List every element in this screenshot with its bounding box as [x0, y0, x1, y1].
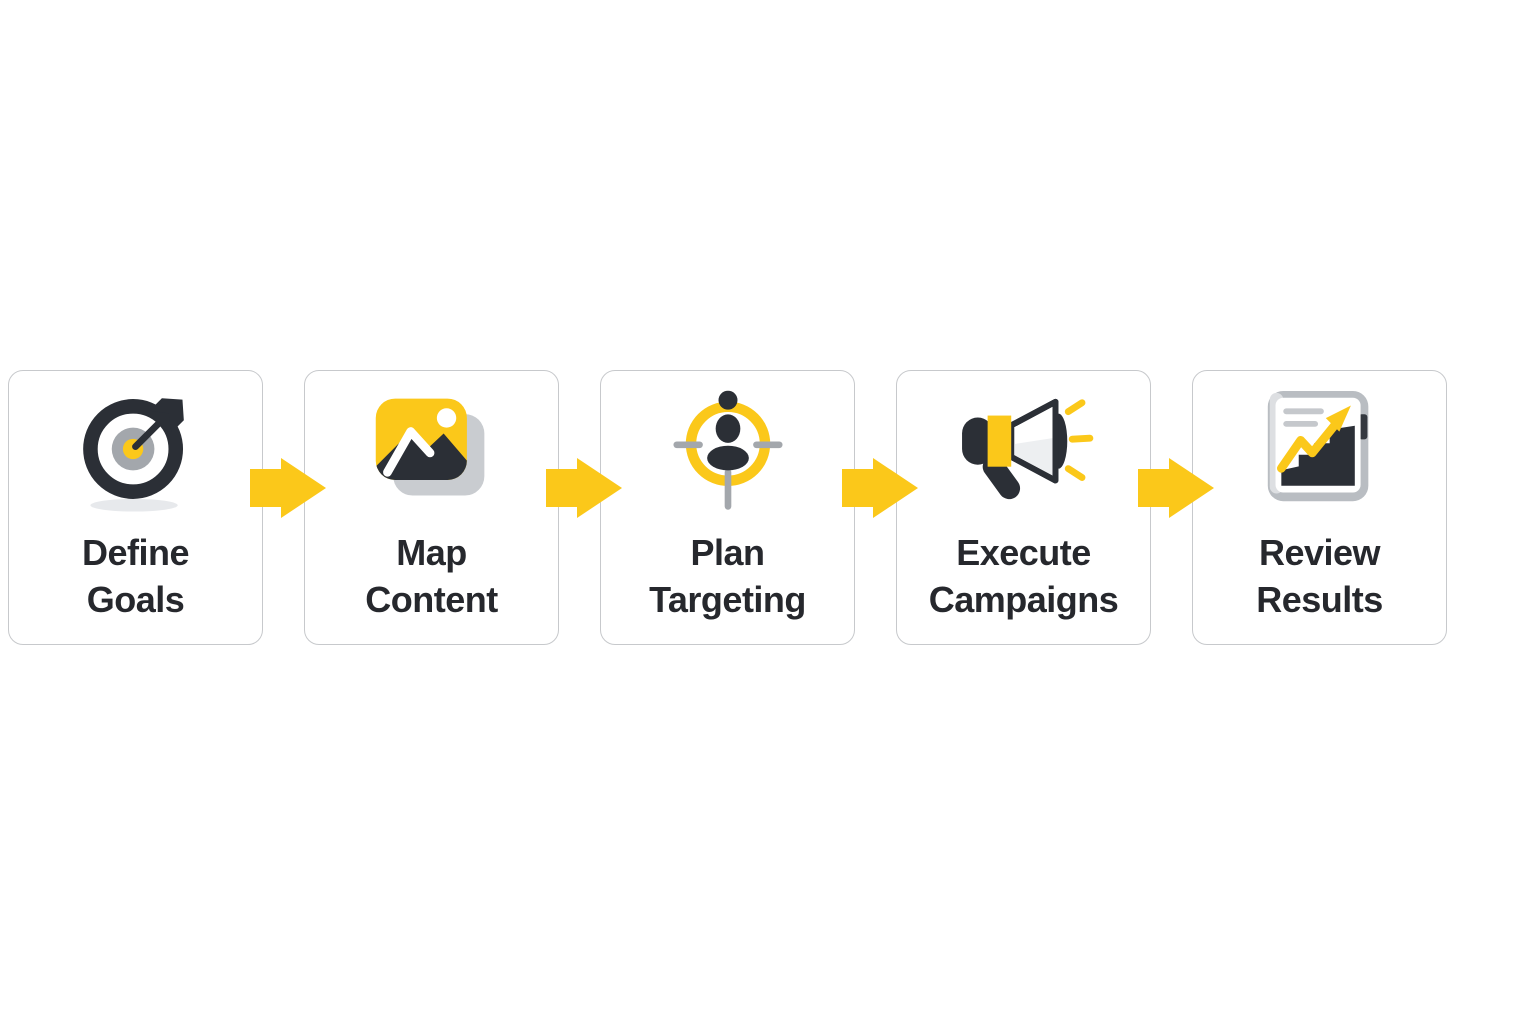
step-label-line: Define	[81, 532, 190, 573]
megaphone-icon	[961, 398, 1093, 500]
target-bullseye-icon	[82, 398, 184, 512]
step-label: Review Results	[1256, 529, 1383, 623]
step-label: Plan Targeting	[649, 529, 806, 623]
step-icon-wrap	[9, 383, 262, 515]
step-label-line: Review	[1258, 532, 1381, 573]
step-label-line: Goals	[86, 579, 185, 620]
step-label: Map Content	[365, 529, 498, 623]
flow-arrow-icon	[250, 458, 326, 518]
step-label-line: Content	[365, 579, 498, 620]
step-icon-wrap	[601, 383, 854, 515]
step-label-line: Results	[1256, 579, 1383, 620]
step-label-line: Campaigns	[928, 579, 1119, 620]
step-label-line: Execute	[956, 532, 1091, 573]
step-icon-wrap	[1193, 383, 1446, 515]
step-label-line: Map	[396, 532, 467, 573]
step-icon-wrap	[897, 383, 1150, 515]
audience-target-icon	[672, 390, 783, 510]
step-label: Define Goals	[81, 529, 190, 623]
step-card-define-goals: Define Goals	[8, 370, 263, 645]
step-card-map-content: Map Content	[304, 370, 559, 645]
image-photo-icon	[375, 398, 484, 496]
step-label-line: Targeting	[649, 579, 806, 620]
report-chart-icon	[1267, 391, 1368, 502]
step-card-review-results: Review Results	[1192, 370, 1447, 645]
step-label: Execute Campaigns	[929, 529, 1119, 623]
step-icon-wrap	[305, 383, 558, 515]
flow-arrow-icon	[842, 458, 918, 518]
process-flow-diagram: Define Goals Map Content	[8, 370, 1448, 645]
flow-arrow-icon	[1138, 458, 1214, 518]
step-label-line: Plan	[690, 532, 765, 573]
step-card-execute-campaigns: Execute Campaigns	[896, 370, 1151, 645]
flow-arrow-icon	[546, 458, 622, 518]
step-card-plan-targeting: Plan Targeting	[600, 370, 855, 645]
